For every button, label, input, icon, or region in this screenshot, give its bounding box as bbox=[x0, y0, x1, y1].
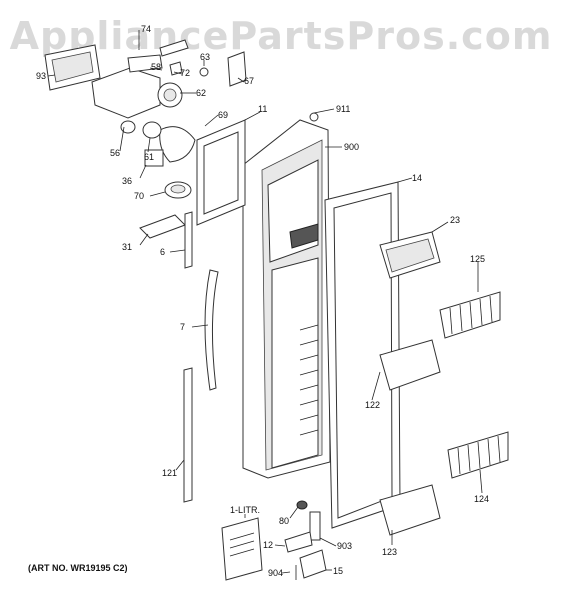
callout-124: 124 bbox=[474, 494, 490, 504]
callout-12: 12 bbox=[263, 540, 274, 550]
door-bins bbox=[379, 231, 441, 536]
leader-lines bbox=[47, 30, 483, 574]
callout-80: 80 bbox=[279, 516, 290, 526]
callout-69: 69 bbox=[218, 110, 229, 120]
callout-56: 56 bbox=[110, 148, 121, 158]
door-gasket bbox=[324, 181, 401, 529]
callout-7: 7 bbox=[180, 322, 186, 332]
callout-125: 125 bbox=[470, 254, 486, 264]
callout-23: 23 bbox=[450, 215, 461, 225]
dispenser-module bbox=[44, 39, 319, 239]
callout-61: 61 bbox=[144, 152, 155, 162]
callout-11: 11 bbox=[258, 104, 268, 114]
callout-1-litr: 1-LITR. bbox=[230, 505, 261, 515]
callout-903: 903 bbox=[337, 541, 353, 551]
callout-93: 93 bbox=[36, 71, 47, 81]
callout-31: 31 bbox=[122, 242, 133, 252]
watermark: AppliancePartsPros.com bbox=[9, 14, 553, 58]
callout-70: 70 bbox=[134, 191, 145, 201]
callout-63: 63 bbox=[200, 52, 211, 62]
art-number: (ART NO. WR19195 C2) bbox=[28, 563, 128, 573]
door-case bbox=[242, 119, 331, 479]
callout-904: 904 bbox=[268, 568, 284, 578]
callout-6: 6 bbox=[160, 247, 166, 257]
callout-122: 122 bbox=[365, 400, 381, 410]
callout-67: 67 bbox=[244, 76, 255, 86]
callout-121: 121 bbox=[162, 468, 178, 478]
dispenser-frame bbox=[196, 119, 246, 226]
callout-14: 14 bbox=[412, 173, 423, 183]
callout-36: 36 bbox=[122, 176, 133, 186]
callout-62: 62 bbox=[196, 88, 207, 98]
callout-123: 123 bbox=[382, 547, 398, 557]
callout-74: 74 bbox=[141, 24, 152, 34]
callout-900: 900 bbox=[344, 142, 360, 152]
trims-handle bbox=[183, 211, 219, 503]
callout-15: 15 bbox=[333, 566, 344, 576]
callout-72: 72 bbox=[180, 68, 191, 78]
wire-baskets bbox=[439, 291, 509, 479]
bottom-parts bbox=[221, 500, 327, 581]
callout-58: 58 bbox=[151, 62, 162, 72]
callout-911: 911 bbox=[336, 104, 351, 114]
